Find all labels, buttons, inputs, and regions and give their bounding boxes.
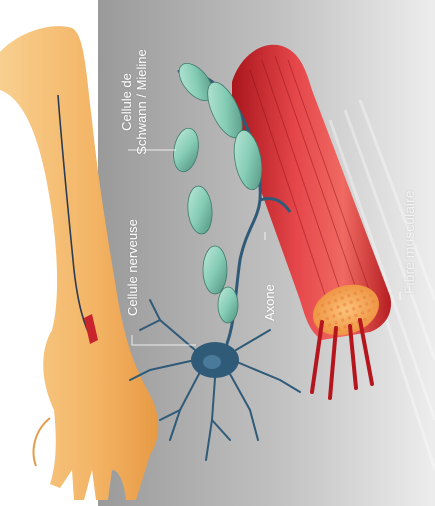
- label-muscle-fibre: Fibre musculaire: [401, 184, 419, 294]
- label-schwann-cell: Cellule de Schwann / Mieline: [119, 47, 151, 157]
- label-nerve-cell: Cellule nerveuse: [125, 206, 141, 316]
- label-axon: Axone: [262, 271, 278, 321]
